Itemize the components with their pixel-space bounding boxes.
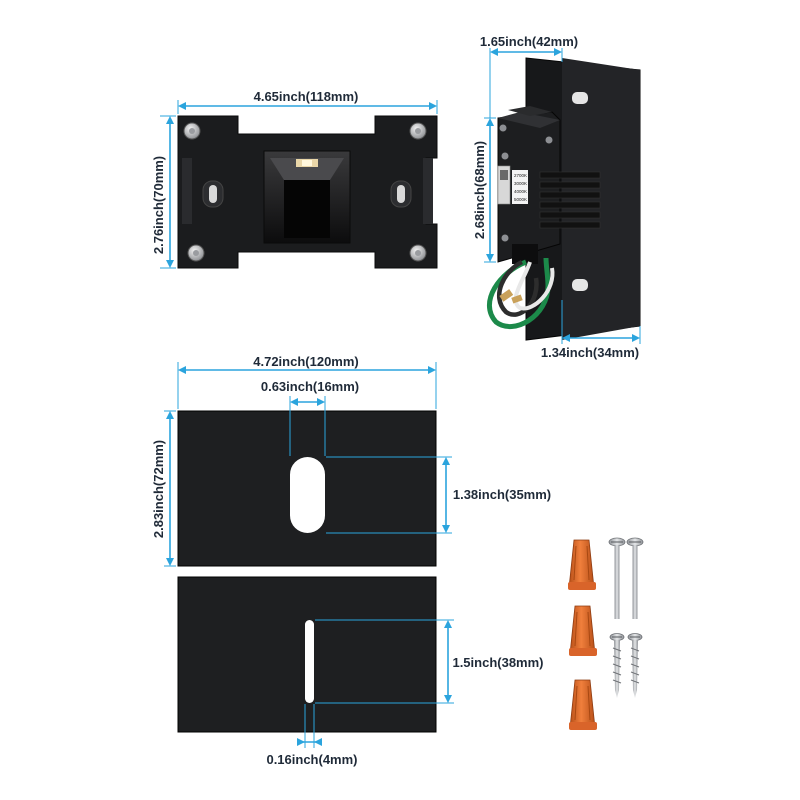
side-depth-dimension: 1.34inch(34mm) xyxy=(541,300,641,360)
bolt-icon xyxy=(183,122,201,140)
bolt-icon xyxy=(409,244,427,262)
plate-slot-height-dimension: 1.5inch(38mm) xyxy=(315,619,544,704)
wire-leads-icon xyxy=(487,244,555,330)
cover-height-label: 2.83inch(72mm) xyxy=(151,440,166,538)
wire-nut-icon xyxy=(568,539,596,590)
screw-hole-icon xyxy=(572,92,588,104)
wood-screw-icon xyxy=(609,633,625,698)
slot-width-label: 0.63inch(16mm) xyxy=(261,379,359,394)
bolt-icon xyxy=(187,244,205,262)
side-width-dimension: 1.65inch(42mm) xyxy=(480,34,578,118)
cct-label: 5000K xyxy=(514,197,527,202)
plate-slot-width-dimension: 0.16inch(4mm) xyxy=(266,704,358,767)
cct-switch-icon xyxy=(497,165,511,205)
side-depth-label: 1.34inch(34mm) xyxy=(541,345,639,360)
plate-slot-width-label: 0.16inch(4mm) xyxy=(266,752,357,767)
screw-head-icon xyxy=(501,234,509,242)
cct-label: 4000K xyxy=(514,189,527,194)
mounting-slot-icon xyxy=(390,180,412,208)
cover-width-dimension: 4.72inch(120mm) xyxy=(177,354,437,409)
machine-screw-icon xyxy=(608,537,626,619)
screw-head-icon xyxy=(499,124,507,132)
side-width-label: 1.65inch(42mm) xyxy=(480,34,578,49)
front-width-label: 4.65inch(118mm) xyxy=(254,89,359,104)
narrow-slot xyxy=(305,620,314,703)
side-height-dimension: 2.68inch(68mm) xyxy=(472,117,496,263)
machine-screw-icon xyxy=(626,537,644,619)
front-width-dimension: 4.65inch(118mm) xyxy=(177,89,438,114)
wire-nut-icon xyxy=(569,605,597,656)
front-height-dimension: 2.76inch(70mm) xyxy=(151,115,176,269)
side-height-label: 2.68inch(68mm) xyxy=(472,141,487,239)
bolt-icon xyxy=(409,122,427,140)
step-light-louver-icon xyxy=(263,150,351,244)
cct-label: 3000K xyxy=(514,181,527,186)
screw-hole-icon xyxy=(572,279,588,291)
screw-head-icon xyxy=(501,152,509,160)
cct-label: 2700K xyxy=(514,173,527,178)
light-window-slot xyxy=(290,457,325,533)
plate-slot-height-label: 1.5inch(38mm) xyxy=(452,655,543,670)
slot-height-label: 1.38inch(35mm) xyxy=(453,487,551,502)
mounting-slot-icon xyxy=(202,180,224,208)
wire-nut-icon xyxy=(569,679,597,730)
front-view-fixture xyxy=(177,115,438,269)
cover-plate xyxy=(177,410,437,567)
accessories xyxy=(568,537,644,730)
cover-width-label: 4.72inch(120mm) xyxy=(253,354,359,369)
cover-height-dimension: 2.83inch(72mm) xyxy=(151,410,176,567)
front-height-label: 2.76inch(70mm) xyxy=(151,156,166,254)
wood-screw-icon xyxy=(627,633,643,698)
side-view-fixture: 2700K 3000K 4000K 5000K xyxy=(487,57,641,341)
screw-head-icon xyxy=(545,136,553,144)
heat-sink-fins-icon xyxy=(539,171,601,229)
slot-width-dimension: 0.63inch(16mm) xyxy=(261,379,359,456)
blank-plate xyxy=(177,576,437,733)
slot-height-dimension: 1.38inch(35mm) xyxy=(326,456,551,534)
cct-label-plate: 2700K 3000K 4000K 5000K xyxy=(512,170,528,204)
